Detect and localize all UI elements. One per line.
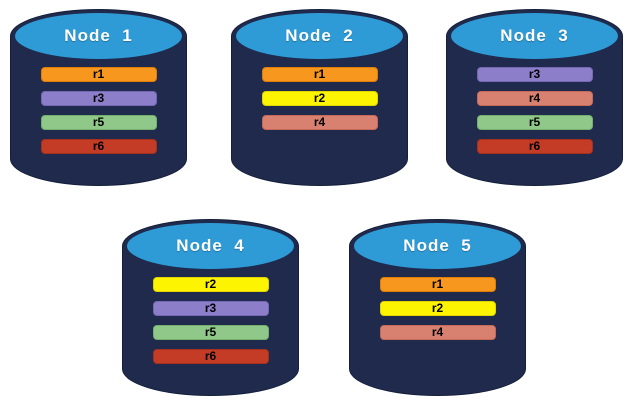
record-list: r1 r2 r4 (231, 67, 408, 139)
database-cylinder-cap: Node 4 (127, 223, 294, 269)
node-5-cylinder: Node 5 r1 r2 r4 (349, 219, 526, 396)
record-bar-r1: r1 (379, 277, 496, 292)
node-3-cylinder: Node 3 r3 r4 r5 r6 (446, 9, 623, 186)
record-bar-r2: r2 (152, 277, 269, 292)
node-2-cylinder: Node 2 r1 r2 r4 (231, 9, 408, 186)
record-list: r1 r3 r5 r6 (10, 67, 187, 163)
record-bar-r2: r2 (261, 91, 378, 106)
record-bar-r5: r5 (152, 325, 269, 340)
database-cylinder-cap: Node 5 (354, 223, 521, 269)
database-cylinder-cap: Node 2 (236, 13, 403, 59)
record-bar-r3: r3 (40, 91, 157, 106)
record-bar-r4: r4 (261, 115, 378, 130)
node-4-cylinder: Node 4 r2 r3 r5 r6 (122, 219, 299, 396)
node-1-cylinder: Node 1 r1 r3 r5 r6 (10, 9, 187, 186)
record-bar-r6: r6 (40, 139, 157, 154)
node-label: Node 1 (64, 26, 133, 45)
record-bar-r4: r4 (379, 325, 496, 340)
node-label: Node 3 (500, 26, 569, 45)
database-cylinder-cap: Node 3 (451, 13, 618, 59)
record-bar-r1: r1 (261, 67, 378, 82)
node-label: Node 4 (176, 236, 245, 255)
record-bar-r5: r5 (40, 115, 157, 130)
record-list: r3 r4 r5 r6 (446, 67, 623, 163)
record-bar-r4: r4 (476, 91, 593, 106)
record-bar-r6: r6 (152, 349, 269, 364)
record-bar-r3: r3 (476, 67, 593, 82)
record-bar-r3: r3 (152, 301, 269, 316)
record-list: r1 r2 r4 (349, 277, 526, 349)
record-bar-r1: r1 (40, 67, 157, 82)
database-cylinder-cap: Node 1 (15, 13, 182, 59)
record-bar-r2: r2 (379, 301, 496, 316)
record-list: r2 r3 r5 r6 (122, 277, 299, 373)
node-label: Node 5 (403, 236, 472, 255)
record-bar-r6: r6 (476, 139, 593, 154)
node-label: Node 2 (285, 26, 354, 45)
record-bar-r5: r5 (476, 115, 593, 130)
